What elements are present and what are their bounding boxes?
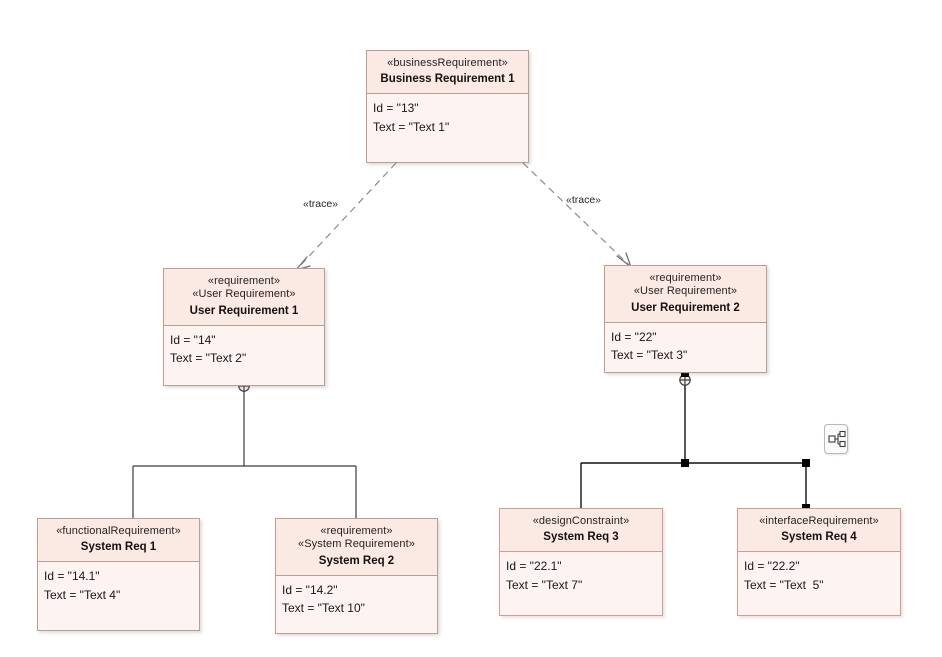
edge-label-trace-right: «trace» bbox=[566, 194, 602, 206]
edge-trace-br1-ur1[interactable] bbox=[295, 162, 397, 271]
node-name: System Req 2 bbox=[318, 554, 395, 567]
node-stereotype-secondary: «System Requirement» bbox=[298, 538, 415, 551]
node-stereotype: «interfaceRequirement» bbox=[759, 515, 879, 527]
node-attribute-text: Text = "Text 2" bbox=[170, 351, 247, 366]
node-attribute-text: Text = "Text 10" bbox=[282, 601, 365, 616]
selection-handle bbox=[802, 459, 810, 467]
node-attribute-id: Id = "14.1" bbox=[44, 569, 100, 584]
node-compartment-attributes: Id = "14" Text = "Text 2" bbox=[164, 326, 324, 367]
node-attribute-text: Text = "Text 3" bbox=[611, 348, 688, 363]
node-compartment-attributes: Id = "13" Text = "Text 1" bbox=[367, 94, 528, 135]
node-compartment-attributes: Id = "22" Text = "Text 3" bbox=[605, 323, 766, 364]
node-header: «businessRequirement» Business Requireme… bbox=[367, 51, 528, 95]
node-attribute-id: Id = "14" bbox=[170, 332, 216, 347]
edge-trace-br1-ur2[interactable] bbox=[522, 162, 632, 268]
node-attribute-id: Id = "22" bbox=[611, 329, 657, 344]
node-user-requirement-2[interactable]: «requirement» «User Requirement» User Re… bbox=[604, 265, 767, 373]
node-system-req-3[interactable]: «designConstraint» System Req 3 Id = "22… bbox=[499, 508, 663, 616]
node-attribute-id: Id = "22.1" bbox=[506, 559, 562, 574]
node-name: System Req 4 bbox=[781, 531, 857, 544]
node-attribute-text: Text = "Text 4" bbox=[44, 587, 121, 602]
node-compartment-attributes: Id = "14.1" Text = "Text 4" bbox=[38, 562, 199, 603]
node-stereotype-secondary: «User Requirement» bbox=[633, 285, 738, 298]
node-name: System Req 1 bbox=[80, 541, 157, 554]
node-header: «designConstraint» System Req 3 bbox=[500, 509, 662, 553]
node-stereotype: «designConstraint» bbox=[532, 515, 630, 527]
node-compartment-attributes: Id = "22.2" Text = "Text 5" bbox=[738, 552, 900, 593]
node-business-requirement-1[interactable]: «businessRequirement» Business Requireme… bbox=[366, 50, 529, 163]
node-header: «requirement» «User Requirement» User Re… bbox=[605, 266, 766, 323]
node-attribute-text: Text = "Text 7" bbox=[506, 577, 583, 592]
node-system-req-2[interactable]: «requirement» «System Requirement» Syste… bbox=[275, 518, 438, 634]
containment-crosshair-ur2 bbox=[679, 374, 691, 386]
hierarchy-tree-icon[interactable] bbox=[824, 424, 848, 454]
node-attribute-text: Text = "Text 1" bbox=[373, 119, 450, 134]
node-user-requirement-1[interactable]: «requirement» «User Requirement» User Re… bbox=[163, 268, 325, 386]
node-compartment-attributes: Id = "22.1" Text = "Text 7" bbox=[500, 552, 662, 593]
node-attribute-id: Id = "13" bbox=[373, 101, 419, 116]
node-compartment-attributes: Id = "14.2" Text = "Text 10" bbox=[276, 576, 437, 617]
edge-containment-ur1-subtree[interactable] bbox=[132, 380, 357, 518]
node-name: User Requirement 2 bbox=[631, 301, 740, 314]
node-stereotype-secondary: «User Requirement» bbox=[192, 288, 296, 301]
node-stereotype: «requirement» bbox=[649, 272, 722, 284]
node-header: «interfaceRequirement» System Req 4 bbox=[738, 509, 900, 553]
selection-handle bbox=[681, 459, 689, 467]
node-attribute-text: Text = "Text 5" bbox=[744, 577, 824, 592]
node-header: «requirement» «System Requirement» Syste… bbox=[276, 519, 437, 576]
node-stereotype: «functionalRequirement» bbox=[56, 525, 181, 537]
edge-containment-ur2-subtree[interactable] bbox=[580, 369, 810, 512]
node-name: User Requirement 1 bbox=[189, 304, 299, 317]
node-header: «functionalRequirement» System Req 1 bbox=[38, 519, 199, 563]
node-attribute-id: Id = "22.2" bbox=[744, 559, 800, 574]
node-stereotype: «requirement» bbox=[320, 525, 393, 537]
node-header: «requirement» «User Requirement» User Re… bbox=[164, 269, 324, 326]
node-system-req-1[interactable]: «functionalRequirement» System Req 1 Id … bbox=[37, 518, 200, 631]
node-attribute-id: Id = "14.2" bbox=[282, 582, 338, 597]
node-stereotype: «requirement» bbox=[207, 275, 281, 287]
node-name: Business Requirement 1 bbox=[380, 73, 515, 86]
edge-label-trace-left: «trace» bbox=[303, 198, 339, 210]
node-system-req-4[interactable]: «interfaceRequirement» System Req 4 Id =… bbox=[737, 508, 901, 616]
node-name: System Req 3 bbox=[543, 531, 619, 544]
node-stereotype: «businessRequirement» bbox=[387, 57, 508, 69]
